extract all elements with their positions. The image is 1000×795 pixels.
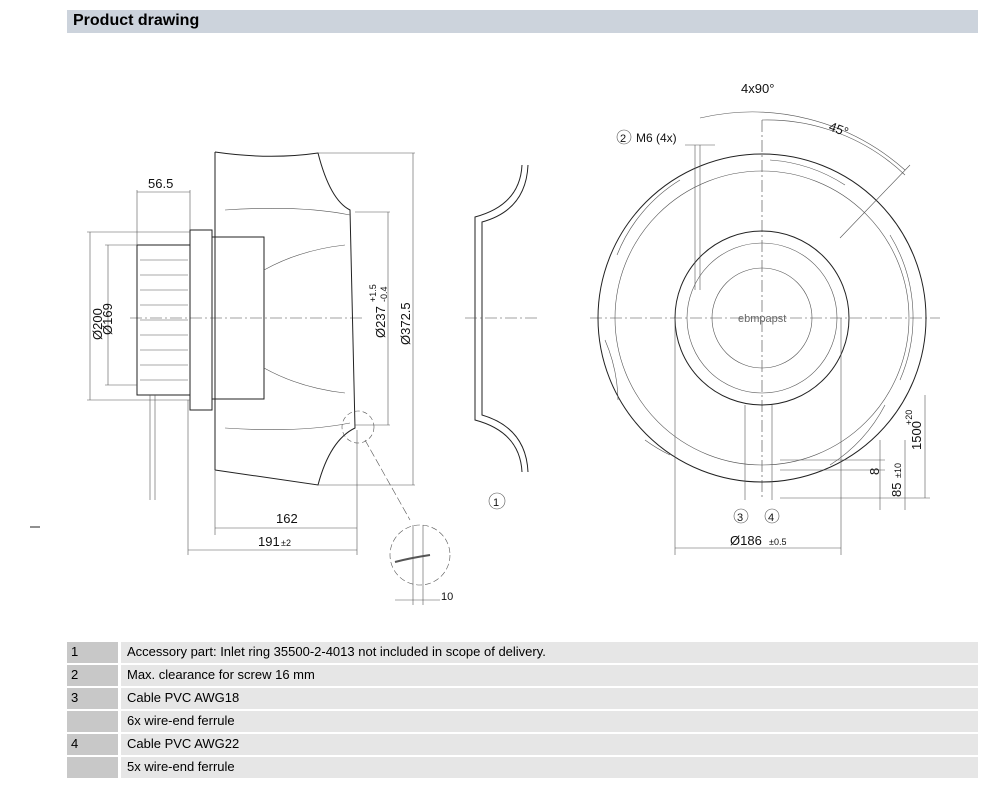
note-number — [67, 711, 118, 732]
screw-label: M6 (4x) — [636, 131, 677, 145]
side-view: 56.5 Ø200 Ø169 Ø237 +1.5 -0.4 Ø372.5 162… — [87, 151, 453, 605]
dim-1500: 1500 — [909, 421, 924, 450]
table-row: 6x wire-end ferrule — [67, 711, 978, 732]
outer-ring — [597, 153, 927, 483]
dim-85-tol: ±10 — [893, 463, 903, 478]
dim-d237-tol-upper: +1.5 — [368, 284, 378, 302]
callout-2: 2 — [620, 133, 626, 145]
dim-8: 8 — [867, 468, 882, 475]
callout-3: 3 — [737, 512, 743, 524]
dim-d372-5: Ø372.5 — [398, 302, 413, 345]
cable — [149, 395, 156, 500]
callout-4: 4 — [768, 512, 774, 524]
dim-85: 85 — [889, 483, 904, 497]
callout-1: 1 — [493, 497, 499, 509]
dim-191-tol: ±2 — [281, 538, 291, 548]
angle-45: 45° — [827, 119, 851, 140]
dim-d237-tol-lower: -0.4 — [379, 286, 389, 302]
dim-d200: Ø200 — [90, 308, 105, 340]
dim-d237: Ø237 — [373, 306, 388, 338]
ebmpapst-logo: ebmpapst — [738, 313, 786, 325]
note-text: Cable PVC AWG22 — [121, 734, 978, 755]
dim-162: 162 — [276, 511, 298, 526]
dim-56-5: 56.5 — [148, 176, 173, 191]
note-text: Accessory part: Inlet ring 35500-2-4013 … — [121, 642, 978, 663]
dim-d169: Ø169 — [100, 303, 115, 335]
dim-191: 191 — [258, 534, 280, 549]
inlet-ring: 1 — [465, 164, 540, 510]
section-title: Product drawing — [73, 12, 200, 29]
product-drawing: 56.5 Ø200 Ø169 Ø237 +1.5 -0.4 Ø372.5 162… — [30, 81, 940, 605]
flange — [189, 229, 213, 411]
note-number: 1 — [67, 642, 118, 663]
dim-10: 10 — [441, 591, 453, 603]
note-text: Cable PVC AWG18 — [121, 688, 978, 709]
section-header: Product drawing — [67, 10, 978, 33]
note-text: 5x wire-end ferrule — [121, 757, 978, 778]
table-row: 5x wire-end ferrule — [67, 757, 978, 778]
note-number: 4 — [67, 734, 118, 755]
note-number — [67, 757, 118, 778]
note-text: 6x wire-end ferrule — [121, 711, 978, 732]
impeller — [214, 151, 356, 486]
note-number: 3 — [67, 688, 118, 709]
note-number: 2 — [67, 665, 118, 686]
dim-d186-tol: ±0.5 — [769, 537, 786, 547]
dim-1500-tol: +20 — [904, 410, 914, 425]
note-text: Max. clearance for screw 16 mm — [121, 665, 978, 686]
front-view: 4x90° 45° 2 M6 (4x) ebmpapst 3 4 Ø186 ±0… — [590, 81, 940, 555]
dim-d186: Ø186 — [730, 533, 762, 548]
angle-4x90: 4x90° — [741, 81, 774, 96]
